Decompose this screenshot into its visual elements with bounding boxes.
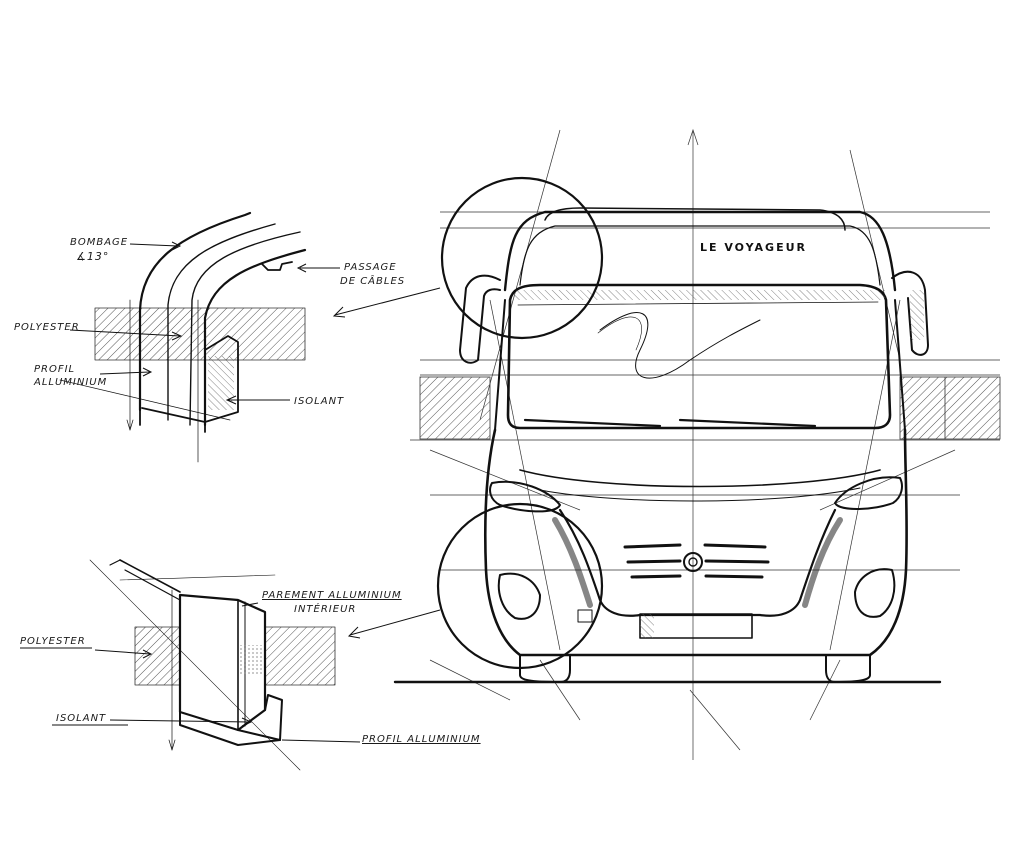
leader-lines-top — [69, 241, 441, 405]
leader-lines-bottom — [94, 602, 441, 743]
motorhome-front-view — [393, 176, 942, 684]
section-hatching-right — [419, 376, 1001, 440]
label-isolant-top: ISOLANT — [294, 396, 345, 407]
label-angle: ∡13° — [76, 250, 110, 263]
vehicle-brand-text: LE VOYAGEUR — [700, 241, 808, 254]
label-passage-line1: PASSAGE — [344, 262, 397, 273]
label-profil-line1: PROFIL — [34, 364, 76, 375]
label-polyester-bottom: POLYESTER — [20, 636, 86, 647]
label-parement-line2: INTÉRIEUR — [294, 604, 357, 615]
label-isolant-bottom: ISOLANT — [56, 713, 107, 724]
label-polyester-top: POLYESTER — [14, 322, 80, 333]
label-profil-bottom: PROFIL ALLUMINIUM — [362, 734, 481, 745]
label-underlines — [20, 647, 128, 726]
wall-section-detail — [89, 559, 336, 771]
label-profil-line2: ALLUMINIUM — [34, 377, 108, 388]
label-bombage: BOMBAGE — [70, 237, 129, 248]
label-passage-line2: DE CÂBLES — [340, 276, 406, 287]
label-parement-line1: PAREMENT ALLUMINIUM — [262, 590, 402, 601]
roof-section-detail — [59, 211, 307, 463]
